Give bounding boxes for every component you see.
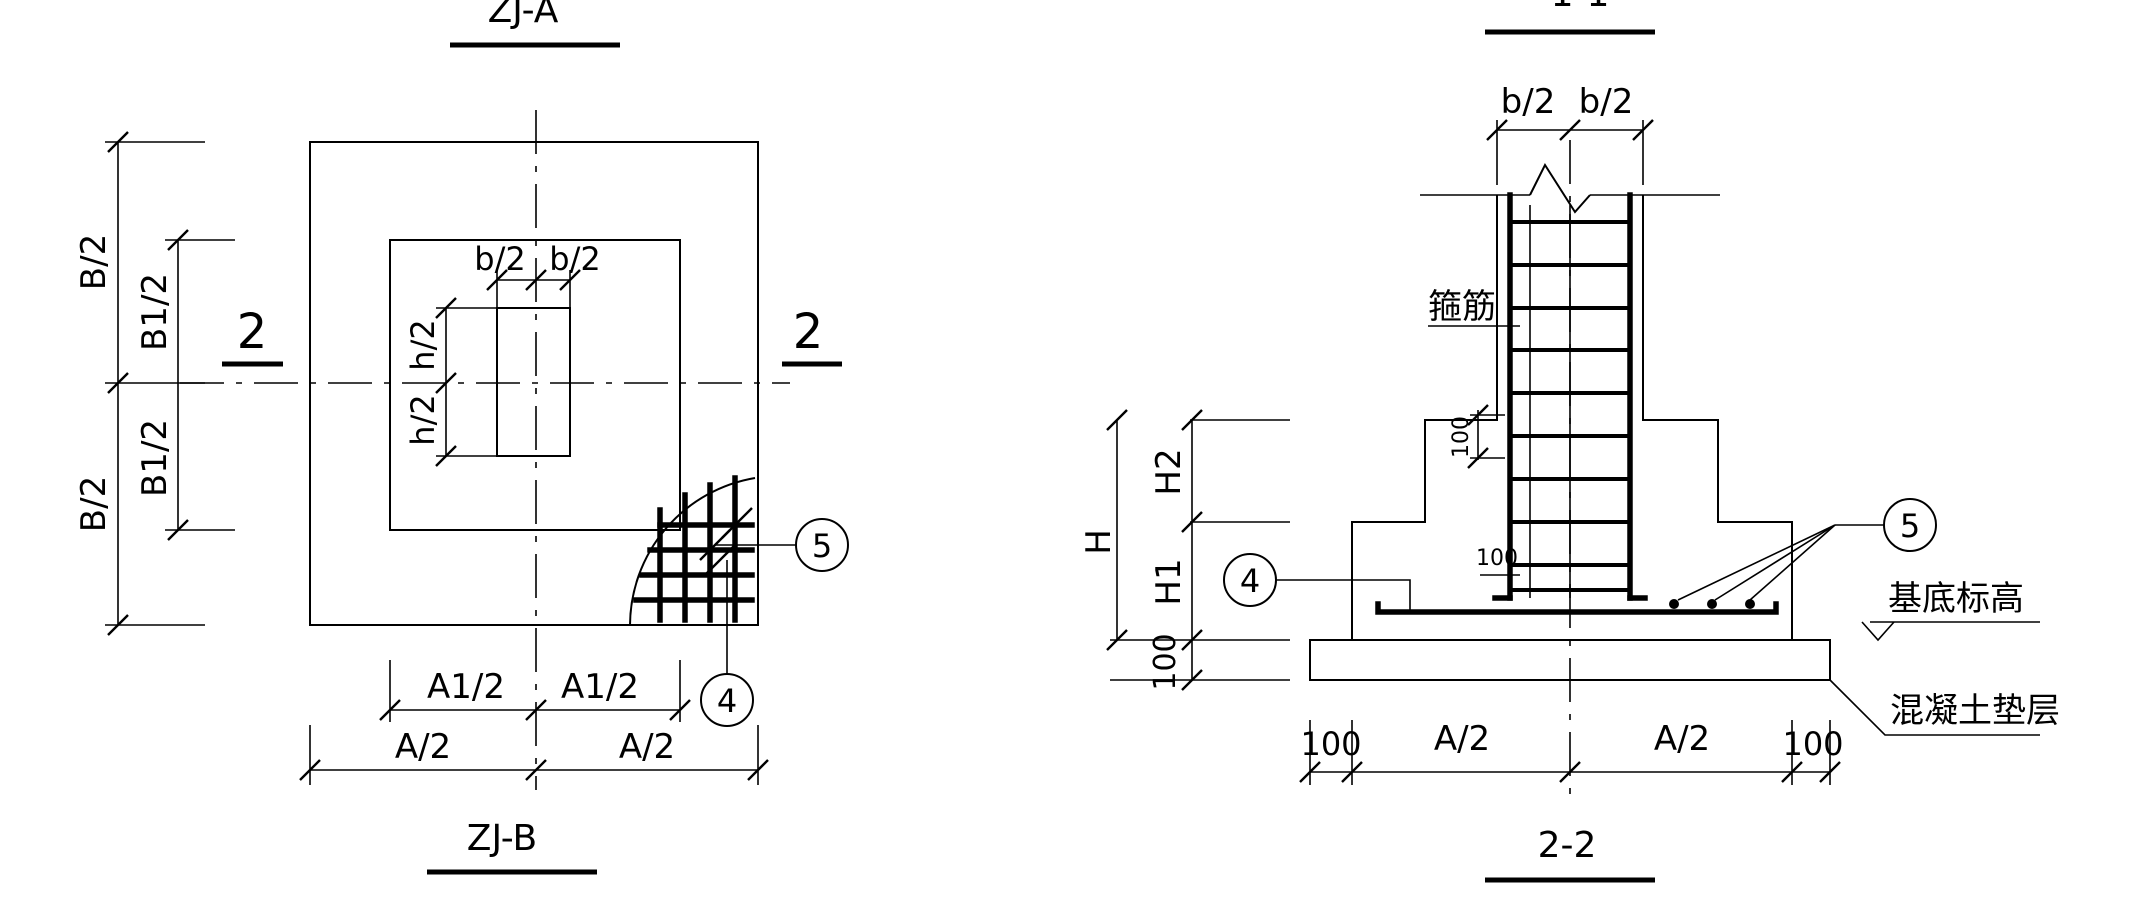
callout-4-label: 4: [1240, 562, 1260, 600]
section-left-outline: [1351, 195, 1498, 640]
rebar-mesh-cutaway: [629, 475, 756, 626]
dim-100-stirrup: 100: [1449, 416, 1474, 458]
callout-4-label: 4: [717, 682, 737, 720]
dim-H: H: [1079, 529, 1119, 555]
column-break-symbol: [1529, 162, 1591, 214]
label-stirrup: 箍筋: [1428, 287, 1496, 327]
footing-step-outline: [389, 239, 681, 531]
dim-100-bottom-stirrup: 100: [1476, 546, 1518, 571]
section-mark-right: 2: [793, 304, 824, 360]
callout-5-label: 5: [812, 527, 832, 565]
section-right-outline: [1642, 195, 1793, 640]
bottom-rebar: [1375, 601, 1779, 615]
column-outline: [496, 307, 571, 457]
callout-4-leader: [1276, 579, 1411, 610]
dim-b-half-left: b/2: [474, 240, 525, 278]
dim-b-half-right: b/2: [1579, 82, 1634, 122]
section-bottom-title: 2-2: [1538, 825, 1597, 866]
callout-5-label: 5: [1900, 507, 1920, 545]
dim-A-half-right: A/2: [1654, 719, 1710, 759]
elevation-triangle-icon: [1861, 621, 1895, 642]
column-reinforcement: [1492, 192, 1648, 601]
dim-b-half-left: b/2: [1501, 82, 1556, 122]
section-view: 1-1 b/2 b/2: [1079, 0, 2060, 883]
dim-B-half-bottom: B/2: [74, 476, 114, 532]
footing-reinforcement: [1375, 599, 1779, 615]
dim-100-left: 100: [1300, 725, 1361, 763]
dim-A1-half-right: A1/2: [561, 667, 639, 707]
dim-B1-half-top: B1/2: [135, 273, 175, 351]
cutaway-break-line: [629, 477, 756, 626]
section-top-title: 1-1: [1551, 0, 1610, 15]
dim-B-half-top: B/2: [74, 234, 114, 290]
dim-A-half-right: A/2: [619, 727, 675, 767]
label-base-elevation: 基底标高: [1888, 579, 2024, 619]
dim-h-half-top: h/2: [404, 319, 442, 370]
dim-H2: H2: [1149, 448, 1189, 495]
plan-view: ZJ-A 2 2 5: [74, 0, 849, 875]
dim-b-half-right: b/2: [549, 240, 600, 278]
concrete-pad-leader: [1829, 679, 2040, 736]
dim-A1-half-left: A1/2: [427, 667, 505, 707]
label-concrete-pad: 混凝土垫层: [1890, 691, 2060, 731]
dim-100-right: 100: [1782, 725, 1843, 763]
plan-top-title: ZJ-A: [488, 0, 559, 31]
plan-bottom-title: ZJ-B: [467, 818, 537, 859]
dim-B1-half-bottom: B1/2: [135, 419, 175, 497]
dim-A-half-left: A/2: [1434, 719, 1490, 759]
dim-A-half-left: A/2: [395, 727, 451, 767]
section-mark-left: 2: [237, 304, 268, 360]
dim-h-half-bottom: h/2: [404, 394, 442, 445]
dim-H1: H1: [1149, 558, 1189, 605]
dim-100-pad: 100: [1148, 633, 1183, 690]
